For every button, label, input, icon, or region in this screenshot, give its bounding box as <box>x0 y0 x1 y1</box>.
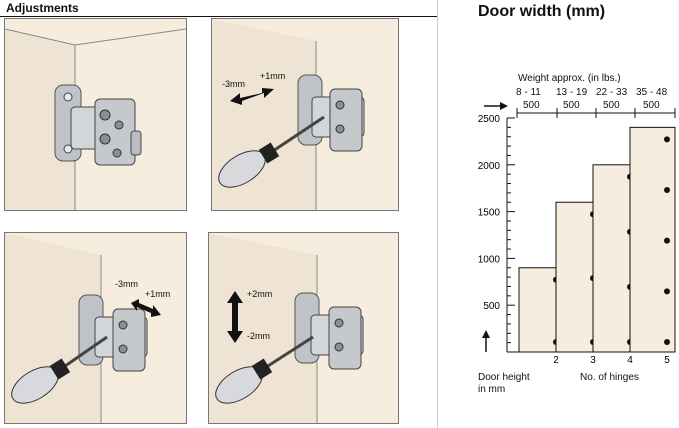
x-tick-label: 2 <box>553 355 559 366</box>
y-axis-label-line2: in mm <box>478 384 506 395</box>
hinge-plate-icon <box>78 294 148 372</box>
weight-range-1: 13 - 19 <box>556 87 588 98</box>
minus-3mm-label: -3mm <box>115 279 138 289</box>
panel-depth-adjust: -3mm +1mm <box>4 232 187 424</box>
minus-3mm-label: -3mm <box>222 79 245 89</box>
y-tick-label: 2000 <box>478 161 501 172</box>
minus-2mm-label: -2mm <box>247 331 270 341</box>
section-divider <box>437 0 438 428</box>
screwdriver-icon <box>218 115 325 188</box>
plus-1mm-label: +1mm <box>260 71 286 81</box>
hinge-dot <box>664 237 670 244</box>
plus-2mm-label: +2mm <box>247 289 273 299</box>
door-width-label-0: 500 <box>523 100 540 111</box>
vertical-double-arrow-icon <box>227 291 243 343</box>
plus-1mm-label: +1mm <box>145 289 171 299</box>
adjustments-title: Adjustments <box>6 1 79 15</box>
y-tick-label: 1500 <box>478 208 501 219</box>
x-axis-label: No. of hinges <box>580 372 639 383</box>
hinge-dot <box>664 288 670 295</box>
x-tick-label: 5 <box>664 355 670 366</box>
weight-range-3: 35 - 48 <box>636 87 668 98</box>
hinge-plate-icon <box>297 74 365 152</box>
hinge-plate-icon <box>54 84 142 166</box>
hinge-dot <box>664 187 670 194</box>
y-tick-label: 2500 <box>478 114 501 125</box>
door-width-label-1: 500 <box>563 100 580 111</box>
y-tick-label: 1000 <box>478 254 501 265</box>
chart-title: Door width (mm) <box>478 3 606 20</box>
weight-header: Weight approx. (in lbs.) <box>518 73 621 84</box>
panel-height-adjust: +2mm -2mm <box>208 232 399 424</box>
weight-range-2: 22 - 33 <box>596 87 628 98</box>
double-arrow-icon <box>230 88 274 105</box>
x-tick-label: 3 <box>590 355 596 366</box>
y-axis-label-line1: Door height <box>478 372 530 383</box>
screwdriver-icon <box>11 335 108 404</box>
y-tick-label: 500 <box>483 301 500 312</box>
hinge-dot <box>664 339 670 345</box>
door-width-label-2: 500 <box>603 100 620 111</box>
door-width-label-3: 500 <box>643 100 660 111</box>
panel-hinge-closeup <box>4 18 187 211</box>
double-arrow-icon <box>131 299 161 317</box>
weight-range-0: 8 - 11 <box>516 87 541 98</box>
screwdriver-icon <box>215 335 314 404</box>
x-tick-label: 4 <box>627 355 633 366</box>
hinge-dot <box>664 136 670 143</box>
panel-side-adjust: -3mm +1mm <box>211 18 399 211</box>
title-underline <box>0 16 437 17</box>
